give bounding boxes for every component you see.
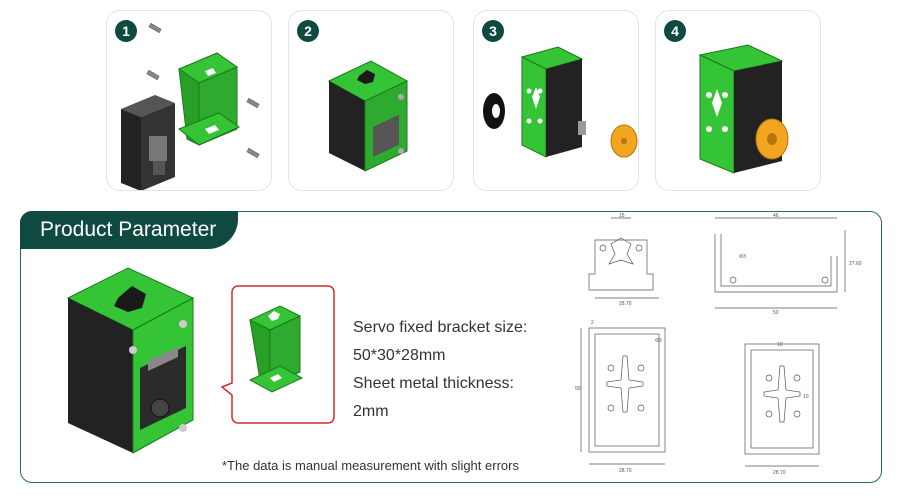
side-hole-dim: Φ3 [739, 254, 746, 260]
plate-view-2-drawing: 10 10 28.70 [744, 342, 820, 476]
measurement-note: *The data is manual measurement with sli… [222, 458, 519, 473]
plate-hole-dim: Φ3 [655, 338, 662, 344]
bracket-size-label: Servo fixed bracket size: [353, 319, 528, 336]
step-2-illustration [327, 60, 409, 172]
plate2-top-dim: 10 [777, 342, 783, 348]
plate-view-drawing: 2 50 28.70 Φ3 [575, 320, 666, 474]
step-3-illustration [483, 46, 638, 158]
bracket-size-value: 50*30*28mm [353, 347, 446, 364]
thickness-label: Sheet metal thickness: [353, 375, 514, 392]
thickness-value: 2mm [353, 403, 389, 420]
side-top-dim: 46 [773, 213, 779, 219]
step-number-badge: 3 [482, 20, 504, 42]
step-number-badge: 1 [115, 20, 137, 42]
assembled-servo-image [66, 267, 195, 454]
assembly-step-4: 4 [655, 10, 821, 191]
front-top-dim: 15 [619, 213, 625, 219]
step-4-illustration [698, 44, 789, 174]
side-bottom-dim: 50 [773, 310, 779, 316]
technical-drawings: 15 28.70 46 50 27.60 Φ3 2 50 28.70 Φ3 [575, 213, 862, 476]
section-title: Product Parameter [20, 211, 238, 249]
step-number-badge: 4 [664, 20, 686, 42]
plate2-right-dim: 10 [803, 394, 809, 400]
step-number-badge: 2 [297, 20, 319, 42]
assembly-step-2: 2 [288, 10, 454, 191]
assembly-step-1: 1 [106, 10, 272, 191]
plate-top-dim: 2 [591, 320, 594, 326]
front-bottom-dim: 28.70 [619, 301, 632, 307]
plate2-bottom-dim: 28.70 [773, 470, 786, 476]
side-view-drawing: 46 50 27.60 Φ3 [714, 213, 862, 316]
front-view-drawing: 15 28.70 [588, 213, 659, 307]
plate-left-dim: 50 [575, 386, 581, 392]
side-right-dim: 27.60 [849, 261, 862, 267]
step-1-illustration [121, 22, 260, 190]
plate-bottom-dim: 28.70 [619, 468, 632, 474]
assembly-step-3: 3 [473, 10, 639, 191]
bracket-callout [220, 285, 335, 424]
